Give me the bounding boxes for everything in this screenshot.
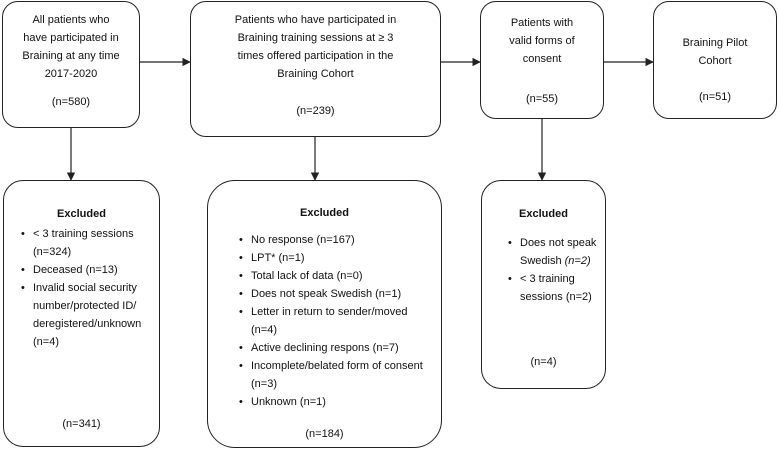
excluded-heading: Excluded xyxy=(57,208,106,220)
excluded-item: < 3 training sessions (n=324) xyxy=(21,225,153,261)
box-consent-line: consent xyxy=(522,53,562,65)
box-consent-line: Patients with xyxy=(510,17,574,29)
box-pilot-cohort: Braining Pilot Cohort (n=51) xyxy=(653,1,777,119)
excluded-heading: Excluded xyxy=(300,207,349,219)
excluded-item: Total lack of data (n=0) xyxy=(239,267,431,285)
excluded-list: Does not speak Swedish (n=2) < 3 trainin… xyxy=(508,234,599,306)
box-pilot-count: (n=51) xyxy=(698,91,732,103)
excluded-item: Does not speak Swedish (n=2) xyxy=(508,234,599,270)
excluded-item: Active declining respons (n=7) xyxy=(239,339,431,357)
box-training-line: Patients who have participated in xyxy=(234,14,397,26)
excluded-item: Invalid social security number/protected… xyxy=(21,279,153,351)
excluded-total: (n=184) xyxy=(305,428,344,440)
excluded-item: Does not speak Swedish (n=1) xyxy=(239,285,431,303)
excluded-item: Incomplete/belated form of consent (n=3) xyxy=(239,357,431,393)
excluded-box-3: Excluded Does not speak Swedish (n=2) < … xyxy=(481,180,606,389)
box-pilot-line: Braining Pilot xyxy=(682,37,748,49)
excluded-item-text: Does not speak Swedish xyxy=(520,237,597,267)
excluded-list: < 3 training sessions (n=324) Deceased (… xyxy=(21,225,153,351)
box-all-patients-line: have participated in xyxy=(23,32,119,44)
box-training-count: (n=239) xyxy=(296,105,335,117)
excluded-item: Unknown (n=1) xyxy=(239,393,431,411)
box-all-patients-line: Braining at any time xyxy=(22,50,120,62)
excluded-box-1: Excluded < 3 training sessions (n=324) D… xyxy=(3,180,160,447)
box-all-patients-line: 2017-2020 xyxy=(44,68,98,80)
box-training-line: times offered participation in the xyxy=(237,50,394,62)
box-all-patients-count: (n=580) xyxy=(51,96,91,108)
excluded-list: No response (n=167) LPT* (n=1) Total lac… xyxy=(239,231,431,411)
excluded-item: Letter in return to sender/moved (n=4) xyxy=(239,303,431,339)
box-all-patients-line: All patients who xyxy=(32,14,110,26)
excluded-item: LPT* (n=1) xyxy=(239,249,431,267)
excluded-heading: Excluded xyxy=(519,208,568,220)
box-consent-count: (n=55) xyxy=(525,93,559,105)
excluded-item-count: (n=2) xyxy=(564,255,591,267)
box-pilot-line: Cohort xyxy=(698,55,732,67)
excluded-total: (n=4) xyxy=(530,356,557,368)
box-valid-consent: Patients with valid forms of consent (n=… xyxy=(480,1,604,119)
excluded-total: (n=341) xyxy=(62,418,101,430)
excluded-item: Deceased (n=13) xyxy=(21,261,153,279)
excluded-item-text: < 3 training sessions (n=2) xyxy=(520,273,592,303)
box-training-line: Braining training sessions at ≥ 3 xyxy=(237,32,394,44)
box-training-line: Braining Cohort xyxy=(277,68,354,80)
excluded-item: No response (n=167) xyxy=(239,231,431,249)
excluded-box-2: Excluded No response (n=167) LPT* (n=1) … xyxy=(207,180,442,448)
box-training-participants: Patients who have participated in Braini… xyxy=(190,1,441,137)
box-all-patients: All patients who have participated in Br… xyxy=(2,1,140,128)
box-consent-line: valid forms of xyxy=(509,35,575,47)
excluded-item: < 3 training sessions (n=2) xyxy=(508,270,599,306)
